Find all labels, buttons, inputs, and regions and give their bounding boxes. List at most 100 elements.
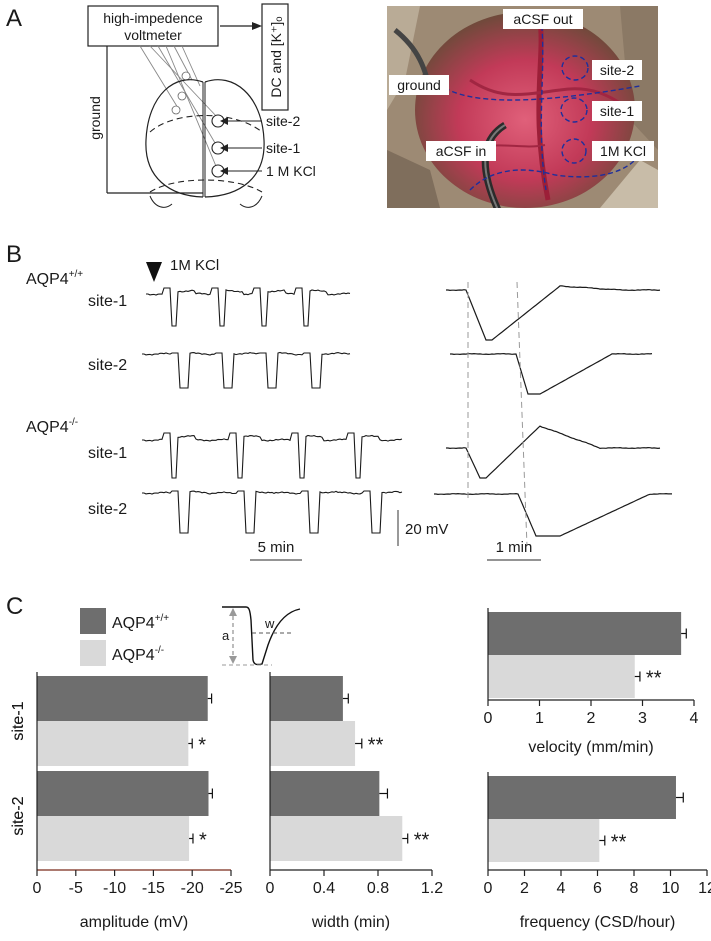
x-tick-label: -10: [103, 880, 126, 897]
x-tick-label: -15: [142, 880, 165, 897]
chart-0: * site-1 * site-2 0 -5 -10 -15 -20 -25 amplitude (…: [10, 672, 243, 931]
chart-2: ** 0 1 2 3 4 velocity (mm/min): [484, 608, 699, 756]
photo-acsf-out: aCSF out: [513, 11, 572, 27]
photo-site1: site-1: [600, 103, 634, 119]
category-label: site-2: [10, 796, 27, 835]
x-axis-label: width (min): [311, 914, 390, 931]
trace-guide-line: [516, 281, 528, 547]
voltmeter-label-line1: high-impedence: [103, 10, 203, 26]
bar-wt: [37, 676, 208, 721]
kcl-arrow: [146, 262, 162, 282]
x-tick-label: -25: [219, 880, 242, 897]
inset-w-label: w: [264, 616, 275, 631]
site2-label: site-2: [266, 113, 300, 129]
photo-ground: ground: [397, 77, 441, 93]
x-tick-label: 3: [638, 710, 647, 727]
bar-ko: [270, 816, 403, 861]
group-label-wt: AQP4+/+: [26, 269, 83, 288]
legend-label-wt: AQP4+/+: [112, 613, 169, 632]
significance-label: *: [199, 830, 207, 852]
bar-ko: [488, 655, 635, 698]
x-tick-label: 0: [33, 880, 42, 897]
trace-ko-site1-zoom: [446, 425, 661, 479]
x-axis-label: frequency (CSD/hour): [520, 914, 676, 931]
trace-ko-site2-long: [142, 490, 403, 534]
panel-letter-a: A: [6, 5, 22, 32]
trace-label-wt-site2: site-2: [88, 357, 127, 374]
legend-label-ko: AQP4-/-: [112, 645, 164, 664]
trace-wt-site2-long: [142, 351, 351, 389]
x-tick-label: 0: [484, 880, 493, 897]
photo-kcl: 1M KCl: [600, 143, 646, 159]
kcl-arrow-label: 1M KCl: [170, 257, 219, 274]
x-tick-label: 4: [690, 710, 699, 727]
trace-wt-site1-long: [146, 287, 351, 327]
significance-label: **: [611, 832, 627, 854]
bar-wt: [488, 776, 676, 819]
trace-label-ko-site2: site-2: [88, 501, 127, 518]
photo-site2: site-2: [600, 62, 634, 78]
x-tick-label: 12: [698, 880, 711, 897]
x-tick-label: -5: [69, 880, 83, 897]
trace-ko-site1-long: [142, 432, 403, 479]
x-tick-label: 0.4: [313, 880, 335, 897]
x-tick-label: 10: [662, 880, 680, 897]
trace-wt-site1-zoom: [446, 285, 661, 341]
ground-label: ground: [87, 96, 103, 140]
inset-a-label: a: [222, 628, 230, 643]
bar-wt: [270, 676, 343, 721]
category-label: site-1: [10, 701, 27, 740]
bar-ko: [270, 721, 356, 766]
x-tick-label: 0.8: [367, 880, 389, 897]
x-tick-label: 1: [535, 710, 544, 727]
bar-ko: [37, 721, 189, 766]
bar-ko: [37, 816, 190, 861]
voltmeter-label-line2: voltmeter: [124, 27, 182, 43]
bar-wt: [270, 771, 380, 816]
photo-acsf-in: aCSF in: [436, 143, 487, 159]
group-label-ko: AQP4-/-: [26, 417, 78, 436]
category-label: site-2: [10, 796, 27, 835]
scalebar-voltage-label: 20 mV: [405, 521, 448, 538]
site1-label: site-1: [266, 140, 300, 156]
bar-wt: [488, 612, 682, 655]
output-label: DC and [K⁺]ₒ: [268, 16, 284, 97]
panel-letter-c: C: [6, 593, 23, 620]
legend-swatch-wt: [80, 608, 106, 634]
significance-label: **: [368, 735, 384, 757]
significance-label: *: [198, 735, 206, 757]
x-tick-label: 0: [266, 880, 275, 897]
panel-letter-b: B: [6, 241, 22, 268]
x-axis-label: amplitude (mV): [80, 914, 188, 931]
category-label: site-1: [10, 701, 27, 740]
voltage-traces: [142, 281, 672, 547]
bar-ko: [488, 819, 600, 862]
significance-label: **: [414, 830, 430, 852]
measure-inset: a w: [222, 606, 301, 666]
x-tick-label: 8: [630, 880, 639, 897]
x-tick-label: 1.2: [421, 880, 443, 897]
x-tick-label: 2: [587, 710, 596, 727]
x-tick-label: -20: [181, 880, 204, 897]
x-tick-label: 6: [593, 880, 602, 897]
chart-3: ** 0 2 4 6 8 10 12 frequency (CSD/hour): [484, 772, 711, 931]
significance-label: **: [646, 668, 662, 690]
x-axis-label: velocity (mm/min): [528, 739, 653, 756]
x-tick-label: 4: [557, 880, 566, 897]
trace-wt-site2-zoom: [450, 352, 653, 395]
bar-charts: * site-1 * site-2 0 -5 -10 -15 -20 -25 amplitude (…: [10, 608, 711, 931]
bar-wt: [37, 771, 209, 816]
kcl-label: 1 M KCl: [266, 163, 316, 179]
surgical-photo: aCSF out ground site-2 site-1 aCSF in 1M…: [387, 6, 658, 208]
trace-label-wt-site1: site-1: [88, 293, 127, 310]
trace-ko-site2-zoom: [434, 492, 672, 537]
trace-label-ko-site1: site-1: [88, 445, 127, 462]
legend-swatch-ko: [80, 640, 106, 666]
scalebar-time-long-label: 5 min: [258, 539, 295, 556]
x-tick-label: 2: [520, 880, 529, 897]
legend: AQP4+/+ AQP4-/-: [80, 608, 169, 666]
x-tick-label: 0: [484, 710, 493, 727]
scalebar-time-short-label: 1 min: [496, 539, 533, 556]
